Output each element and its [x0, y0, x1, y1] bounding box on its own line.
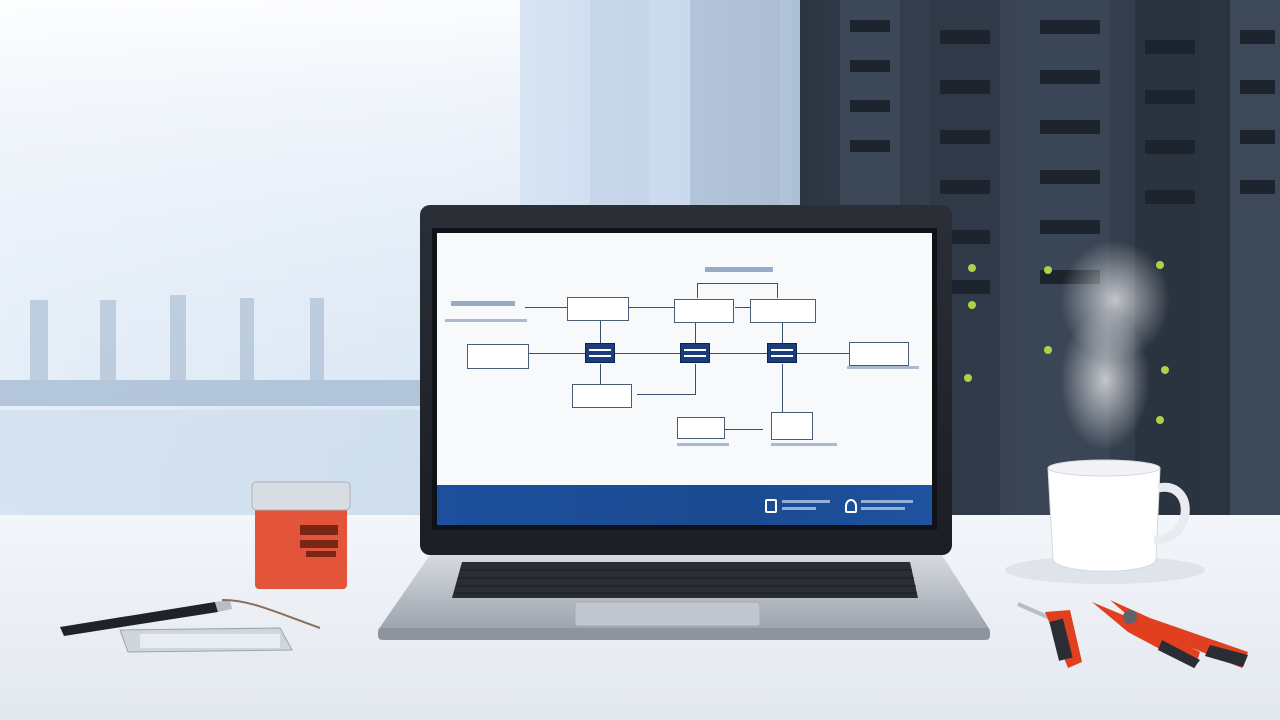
diagram-connector — [629, 307, 674, 308]
diagram-node — [572, 384, 632, 408]
diagram-node — [771, 412, 813, 440]
diagram-connector — [525, 307, 567, 308]
laptop-base-front — [378, 628, 990, 640]
laptop-trackpad[interactable] — [574, 601, 761, 627]
diagram-connector — [782, 364, 783, 412]
diagram-label — [451, 301, 515, 306]
footer-text-smudge — [861, 500, 913, 503]
diagram-connector — [697, 283, 698, 298]
diagram-node — [750, 299, 816, 323]
laptop-screen — [437, 233, 932, 525]
diagram-node — [677, 417, 725, 439]
keyboard-keys — [454, 569, 917, 594]
diagram-connector — [695, 321, 696, 343]
footer-text-smudge — [861, 507, 905, 510]
screen-footer-band — [437, 485, 932, 525]
orange-tape-box — [251, 481, 351, 589]
diagram-switch-block — [680, 343, 710, 363]
pliers — [1092, 600, 1248, 668]
diagram-label — [705, 267, 773, 272]
diagram-connector — [725, 429, 763, 430]
diagram-connector — [637, 394, 696, 395]
footer-logo-icon — [765, 499, 777, 513]
footer-text-smudge — [782, 507, 816, 510]
footer-logo-icon — [845, 499, 857, 513]
diagram-connector — [600, 364, 601, 384]
server-status-leds — [964, 261, 1169, 424]
steam — [1060, 240, 1170, 450]
laptop-keyboard — [452, 562, 918, 598]
footer-text-smudge — [782, 500, 830, 503]
diagram-connector — [697, 283, 777, 284]
diagram-connector — [695, 364, 696, 394]
diagram-label — [445, 319, 527, 322]
diagram-node — [674, 299, 734, 323]
diagram-switch-block — [585, 343, 615, 363]
diagram-connector — [777, 283, 778, 298]
diagram-connector — [600, 321, 601, 343]
screwdriver — [1017, 602, 1082, 668]
diagram-switch-block — [767, 343, 797, 363]
coffee-cup — [1005, 459, 1205, 584]
diagram-connector — [735, 307, 750, 308]
diagram-node — [567, 297, 629, 321]
diagram-label — [771, 443, 837, 446]
diagram-label — [677, 443, 729, 446]
diagram-node — [467, 344, 529, 369]
diagram-label — [847, 366, 919, 369]
diagram-node — [849, 342, 909, 366]
diagram-connector — [782, 321, 783, 343]
pen-and-notepad — [60, 599, 321, 653]
